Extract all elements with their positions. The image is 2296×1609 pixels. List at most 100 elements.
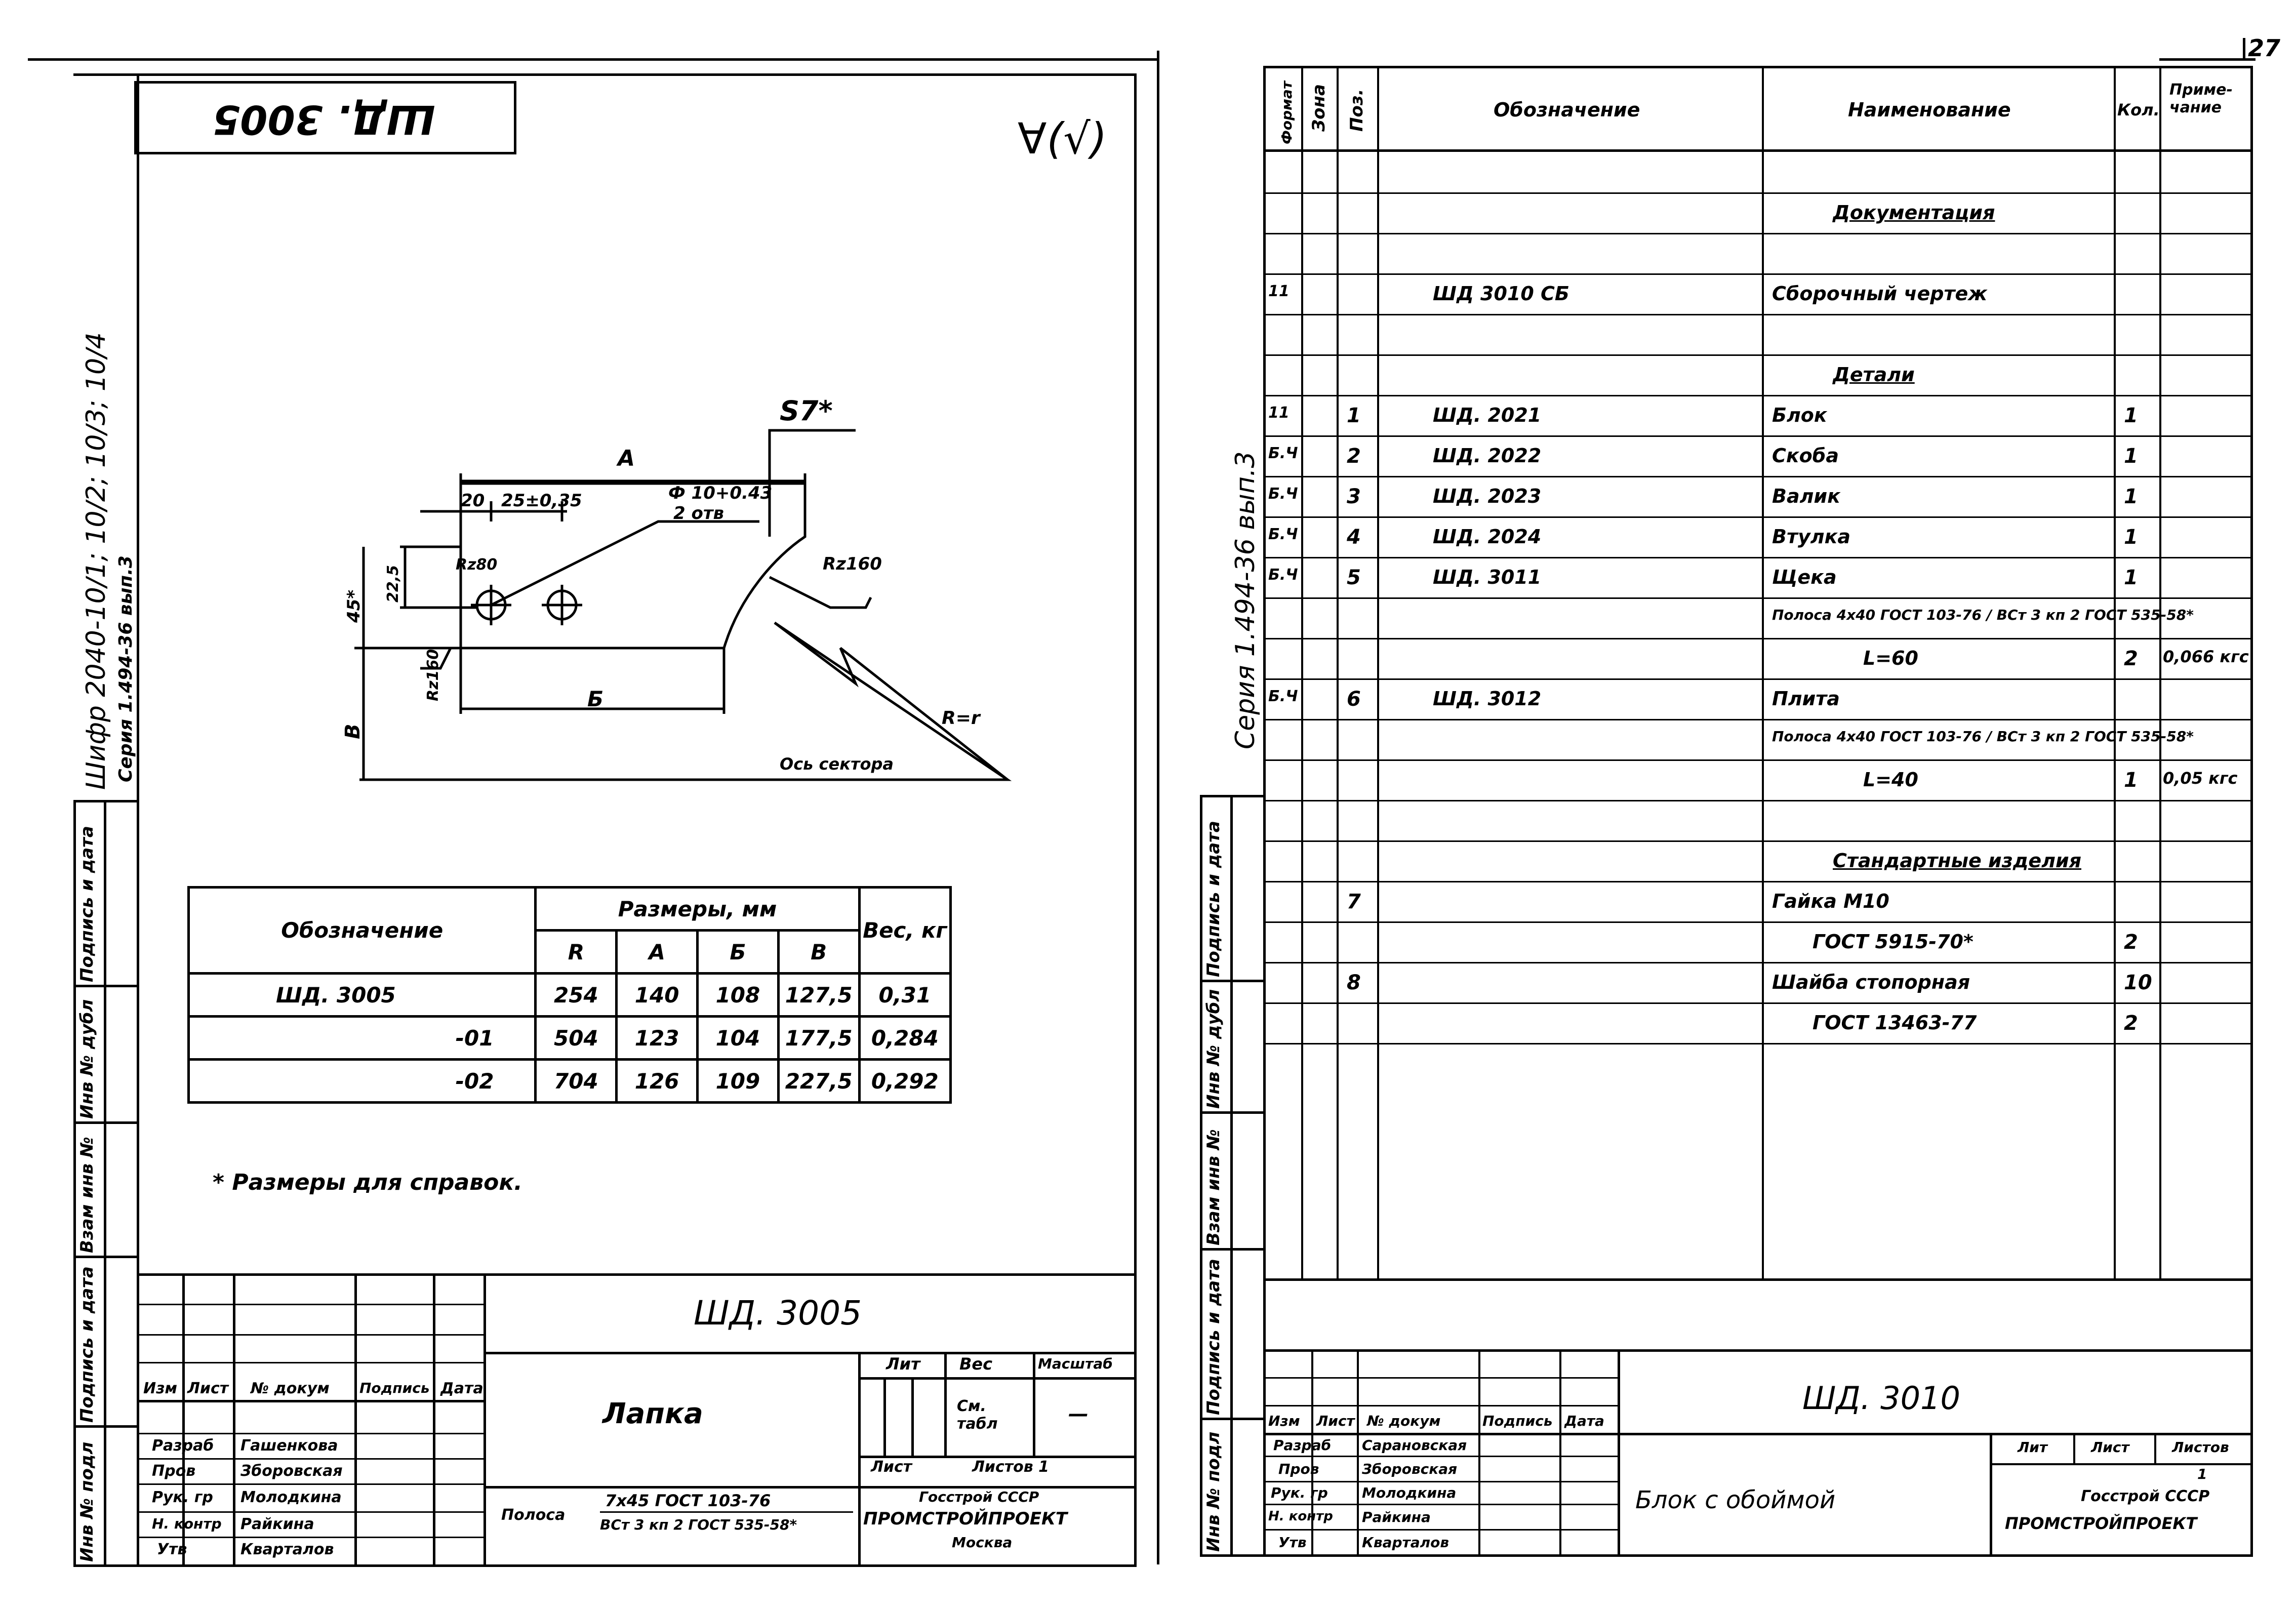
left-strip-label-2: Инв № дубл — [77, 999, 97, 1119]
spec-header-zona: Зона — [1309, 84, 1329, 132]
spec-designation: ШД. 3012 — [1433, 688, 1542, 710]
rtb-header-sign: Подпись — [1482, 1413, 1553, 1429]
tb-lit: Лит — [886, 1354, 920, 1374]
rtb-name: Кварталов — [1362, 1534, 1449, 1551]
dims-cell: 177,5 — [777, 1015, 861, 1061]
rtb-header-izm: Изм — [1268, 1413, 1300, 1429]
right-strip-label-4: Подпись и дата — [1203, 1259, 1224, 1415]
tb-name: Зборовская — [240, 1462, 343, 1480]
tb-sheets: Листов 1 — [972, 1458, 1050, 1476]
tb-role: Н. контр — [152, 1515, 222, 1532]
roughness-mark: ∀(√) — [1018, 114, 1107, 164]
spec-name: ГОСТ 13463-77 — [1812, 1012, 1977, 1034]
spec-format: Б.Ч — [1268, 688, 1298, 705]
tb-material-bottom: ВСт 3 кп 2 ГОСТ 535-58* — [600, 1516, 797, 1533]
left-strip-label-1: Подпись и дата — [77, 826, 97, 982]
spec-name: Стандартные изделия — [1833, 850, 2082, 872]
dim-v: В — [341, 724, 365, 740]
spec-name: L=60 — [1863, 647, 1918, 669]
spec-qty: 10 — [2124, 971, 2152, 994]
dims-designation: ШД. 3005 — [187, 972, 537, 1018]
tb-ves: Вес — [959, 1354, 993, 1374]
spec-format: 11 — [1268, 404, 1290, 422]
tb-material-top: 7х45 ГОСТ 103-76 — [605, 1491, 771, 1510]
dims-table: Обозначение Размеры, мм Вес, кг R А Б В … — [187, 886, 952, 1104]
rtb-sheet-value: 1 — [2197, 1466, 2207, 1482]
hole-spec-2: 2 отв — [673, 503, 724, 524]
dims-col-b: Б — [696, 929, 780, 975]
tb-material-prefix: Полоса — [501, 1506, 566, 1524]
tb-header-izm: Изм — [143, 1380, 178, 1397]
spec-name: Плита — [1772, 688, 1840, 710]
rtb-role: Пров — [1278, 1461, 1319, 1477]
spec-header-qty: Кол. — [2117, 100, 2160, 119]
rtb-org-2: ПРОМСТРОЙПРОЕКТ — [2005, 1514, 2197, 1533]
dims-cell: 126 — [615, 1058, 699, 1104]
hole-spec-1: Ф 10+0.43 — [668, 483, 772, 503]
spec-name: Полоса 4х40 ГОСТ 103-76 / ВСт 3 кп 2 ГОС… — [1772, 728, 2194, 745]
right-strip-label-5: Инв № подл — [1203, 1431, 1224, 1552]
dims-cell: 109 — [696, 1058, 780, 1104]
stamp-box — [134, 81, 516, 154]
spec-note: 0,066 кгс — [2163, 647, 2249, 666]
page-number: 27 — [2248, 34, 2281, 62]
side-series: Серия 1.494-36 вып.3 — [115, 555, 136, 782]
spec-header-note: Приме- чание — [2169, 81, 2233, 116]
spec-name: Детали — [1833, 364, 1915, 386]
dims-cell: 0,31 — [858, 972, 952, 1018]
r80-label: Rz80 — [456, 556, 497, 574]
dims-designation: -01 — [187, 1015, 537, 1061]
side-code: Шифр 2040-10/1; 10/2; 10/3; 10/4 — [81, 332, 111, 790]
tb-org-1: Госстрой СССР — [919, 1489, 1039, 1505]
rtb-header-doc: № докум — [1367, 1413, 1441, 1429]
left-strip-label-3: Взам инв № — [77, 1137, 97, 1253]
spec-designation: ШД. 3011 — [1433, 566, 1542, 588]
tb-ves-value: См. табл — [957, 1397, 998, 1433]
dims-cell: 140 — [615, 972, 699, 1018]
dims-header-weight: Вес, кг — [858, 886, 952, 975]
spec-pos: 5 — [1347, 566, 1361, 589]
rtb-name: Райкина — [1362, 1509, 1431, 1525]
spec-designation: ШД. 2022 — [1433, 445, 1542, 467]
dims-col-r: R — [534, 929, 618, 975]
spec-designation: ШД. 2023 — [1433, 485, 1542, 507]
spec-name: Щека — [1772, 566, 1837, 588]
spec-name: Гайка М10 — [1772, 890, 1889, 912]
spec-qty: 1 — [2124, 769, 2138, 792]
spec-name: L=40 — [1863, 769, 1918, 791]
spec-qty: 1 — [2124, 526, 2138, 549]
rtb-header-list: Лист — [1316, 1413, 1355, 1429]
rtb-role: Н. контр — [1268, 1509, 1333, 1524]
rtb-header-date: Дата — [1564, 1413, 1604, 1429]
dims-col-a: А — [615, 929, 699, 975]
spec-pos: 7 — [1347, 890, 1361, 913]
dims-cell: 504 — [534, 1015, 618, 1061]
tb-role: Пров — [152, 1462, 196, 1480]
rtb-name: Сарановская — [1362, 1437, 1467, 1454]
tb-header-sign: Подпись — [359, 1380, 430, 1396]
rtb-sheet: Лист — [2091, 1439, 2129, 1456]
rtb-org-1: Госстрой СССР — [2081, 1487, 2210, 1505]
rtb-role: Рук. гр — [1271, 1484, 1328, 1501]
spec-name: Блок — [1772, 404, 1827, 426]
spec-name: Документация — [1833, 202, 1995, 224]
tb-name: Райкина — [240, 1515, 314, 1533]
dim-20: 20 — [461, 491, 485, 511]
spec-name: Скоба — [1772, 445, 1839, 467]
rtb-role: Разраб — [1273, 1437, 1332, 1454]
tb-header-list: Лист — [187, 1380, 229, 1397]
tb-header-doc: № докум — [251, 1380, 330, 1397]
tb-name: Кварталов — [240, 1541, 334, 1558]
right-strip-label-3: Взам инв № — [1203, 1129, 1224, 1245]
spec-format: Б.Ч — [1268, 445, 1298, 462]
spec-qty: 1 — [2124, 566, 2138, 589]
dims-cell: 127,5 — [777, 972, 861, 1018]
tb-name: Молодкина — [240, 1489, 342, 1506]
spec-name: ГОСТ 5915-70* — [1812, 931, 1973, 953]
tb-masshtab: Масштаб — [1038, 1355, 1113, 1372]
spec-header-pos: Поз. — [1347, 89, 1367, 132]
spec-qty: 2 — [2124, 931, 2138, 954]
rz160-left: Rz160 — [424, 649, 442, 701]
rtb-code: ШД. 3010 — [1802, 1380, 1960, 1417]
dims-header-designation: Обозначение — [187, 886, 537, 975]
